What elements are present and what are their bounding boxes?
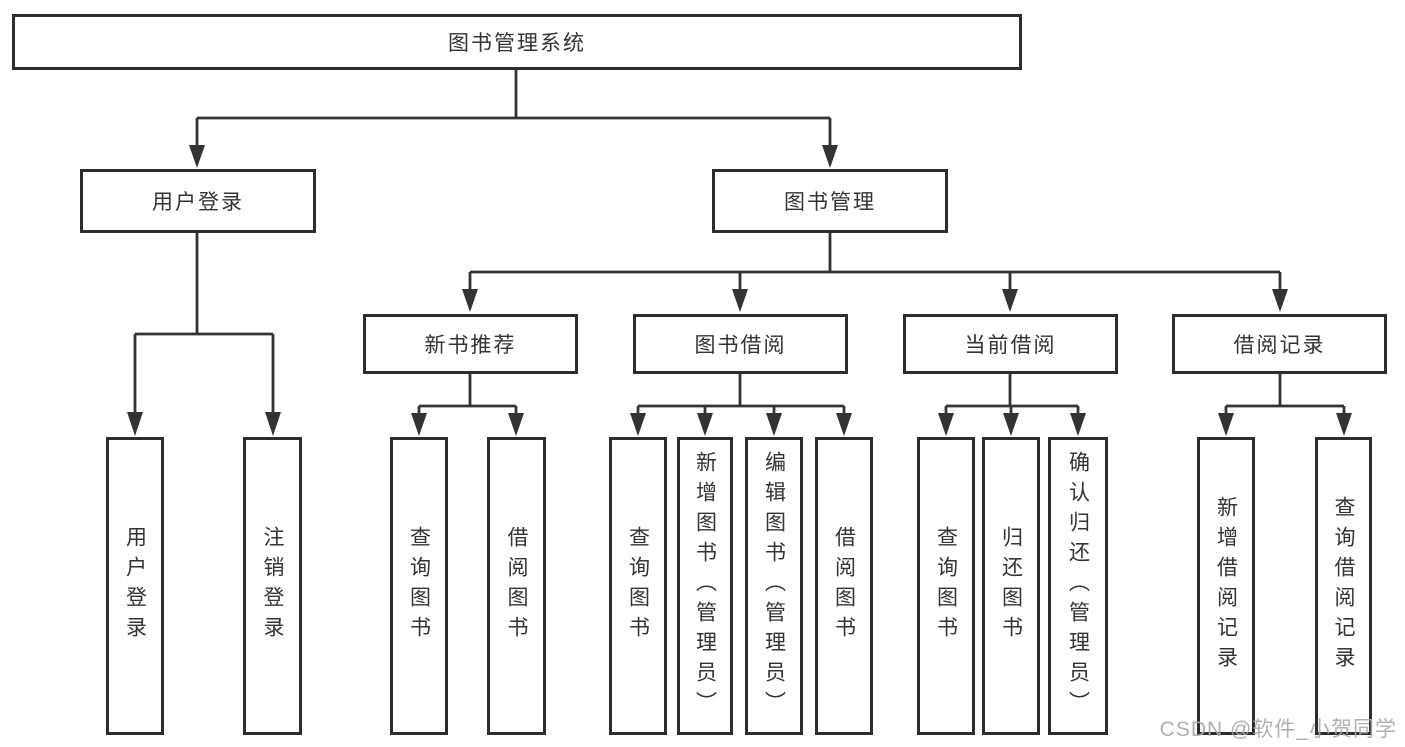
arrow-down-icon bbox=[127, 412, 143, 436]
node-book-borrow: 图书借阅 bbox=[633, 314, 848, 374]
node-leaf-cb-query: 查询图书 bbox=[917, 437, 975, 735]
node-book-borrow-label: 图书借阅 bbox=[694, 334, 787, 357]
node-leaf-br-query: 查询借阅记录 bbox=[1315, 437, 1372, 735]
arrow-down-icon bbox=[1070, 413, 1086, 436]
arrow-down-icon bbox=[1003, 413, 1019, 436]
arrow-down-icon bbox=[462, 289, 478, 312]
node-leaf-rec-borrow: 借阅图书 bbox=[487, 437, 546, 735]
node-leaf-logout-label: 注销登录 bbox=[261, 526, 284, 646]
arrow-down-icon bbox=[508, 413, 524, 436]
node-leaf-cb-confirm: 确认归还（管理员） bbox=[1048, 437, 1108, 735]
node-leaf-rec-borrow-label: 借阅图书 bbox=[505, 526, 528, 646]
node-current-borrow: 当前借阅 bbox=[903, 314, 1118, 374]
node-leaf-logout: 注销登录 bbox=[243, 437, 302, 735]
connector-book-mgmt-children bbox=[462, 233, 1288, 312]
connector-book-borrow-children bbox=[630, 374, 852, 436]
connector-new-book-rec-children bbox=[411, 374, 524, 436]
node-leaf-user-login-label: 用户登录 bbox=[123, 526, 147, 646]
node-new-book-rec: 新书推荐 bbox=[363, 314, 578, 374]
connector-user-login-children bbox=[127, 233, 281, 436]
node-leaf-bb-borrow-label: 借阅图书 bbox=[832, 526, 856, 646]
node-leaf-user-login: 用户登录 bbox=[106, 437, 164, 735]
arrow-down-icon bbox=[732, 289, 748, 312]
node-root-label: 图书管理系统 bbox=[448, 32, 586, 55]
node-leaf-br-add-label: 新增借阅记录 bbox=[1214, 496, 1238, 676]
node-leaf-bb-add-label: 新增图书（管理员） bbox=[693, 451, 717, 721]
node-leaf-cb-return-label: 归还图书 bbox=[999, 526, 1023, 646]
connector-borrow-records-children bbox=[1218, 374, 1352, 436]
node-user-login-label: 用户登录 bbox=[152, 191, 244, 214]
node-leaf-cb-return: 归还图书 bbox=[982, 437, 1040, 735]
node-leaf-bb-edit-label: 编辑图书（管理员） bbox=[762, 451, 786, 721]
node-borrow-records-label: 借阅记录 bbox=[1233, 334, 1326, 357]
node-leaf-cb-query-label: 查询图书 bbox=[934, 526, 958, 646]
arrow-down-icon bbox=[1336, 413, 1352, 436]
node-leaf-bb-edit: 编辑图书（管理员） bbox=[745, 437, 803, 735]
connector-current-borrow-children bbox=[938, 374, 1086, 436]
arrow-down-icon bbox=[836, 413, 852, 436]
arrow-down-icon bbox=[189, 145, 205, 168]
arrow-down-icon bbox=[822, 145, 838, 168]
node-book-mgmt-label: 图书管理 bbox=[784, 191, 876, 214]
node-new-book-rec-label: 新书推荐 bbox=[424, 334, 517, 357]
arrow-down-icon bbox=[1272, 289, 1288, 312]
connector-root-to-level2 bbox=[189, 70, 838, 168]
arrow-down-icon bbox=[1218, 413, 1234, 436]
node-borrow-records: 借阅记录 bbox=[1172, 314, 1387, 374]
node-leaf-rec-query-label: 查询图书 bbox=[407, 526, 431, 646]
arrow-down-icon bbox=[630, 413, 646, 436]
arrow-down-icon bbox=[1002, 289, 1018, 312]
arrow-down-icon bbox=[766, 413, 782, 436]
node-book-mgmt: 图书管理 bbox=[712, 169, 948, 233]
node-leaf-bb-query: 查询图书 bbox=[609, 437, 667, 735]
arrow-down-icon bbox=[938, 413, 954, 436]
node-leaf-cb-confirm-label: 确认归还（管理员） bbox=[1066, 451, 1090, 721]
node-leaf-bb-query-label: 查询图书 bbox=[626, 526, 650, 646]
node-leaf-bb-add: 新增图书（管理员） bbox=[677, 437, 733, 735]
arrow-down-icon bbox=[411, 413, 427, 436]
node-root: 图书管理系统 bbox=[12, 14, 1022, 70]
node-user-login: 用户登录 bbox=[80, 169, 316, 233]
node-current-borrow-label: 当前借阅 bbox=[964, 334, 1057, 357]
node-leaf-bb-borrow: 借阅图书 bbox=[815, 437, 873, 735]
csdn-watermark: CSDN @软件_小贺同学 bbox=[1159, 718, 1397, 741]
node-leaf-rec-query: 查询图书 bbox=[390, 437, 448, 735]
arrow-down-icon bbox=[265, 412, 281, 436]
node-leaf-br-add: 新增借阅记录 bbox=[1197, 437, 1255, 735]
node-leaf-br-query-label: 查询借阅记录 bbox=[1332, 496, 1355, 676]
arrow-down-icon bbox=[697, 413, 713, 436]
